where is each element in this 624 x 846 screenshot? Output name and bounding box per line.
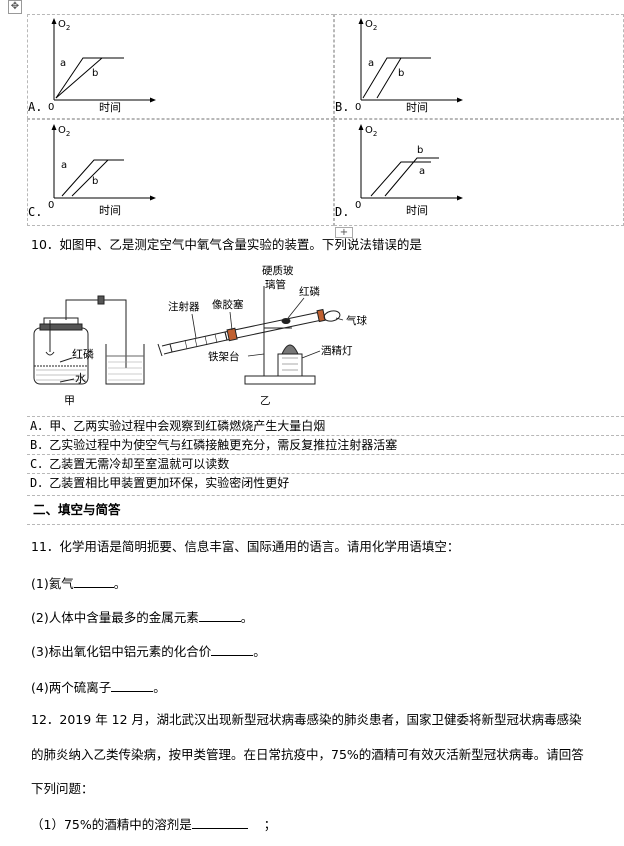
graph-c-label-b: b <box>92 176 98 187</box>
option-c-cell <box>27 119 334 226</box>
graph-a: O2 a b 0 时间 <box>48 18 156 114</box>
q11-item-3: (3)标出氧化铝中铝元素的化合价。 <box>31 643 266 659</box>
graph-b-label-a: a <box>368 58 374 69</box>
jia-label-water: 水 <box>75 372 86 385</box>
graph-c-label-a: a <box>61 160 67 171</box>
q10-option-c-text: C．乙装置无需冷却至室温就可以读数 <box>30 457 230 471</box>
jia-label-red-phosphorus: 红磷 <box>72 348 94 361</box>
graph-a-x-label: 时间 <box>99 101 121 114</box>
yi-caption: 乙 <box>260 395 271 407</box>
q11-item-4: (4)两个硫离子。 <box>31 679 166 695</box>
graph-a-label-b: b <box>92 68 98 79</box>
yi-label-iron-stand: 铁架台 <box>208 350 240 363</box>
graph-b-y-label: O2 <box>365 19 377 32</box>
q11-blank-4[interactable] <box>111 679 154 692</box>
yi-label-red-phosphorus: 红磷 <box>299 285 320 298</box>
graph-c-y-label: O2 <box>58 125 70 138</box>
table-move-handle[interactable]: ✥ <box>8 0 22 14</box>
section-title: 二、填空与简答 <box>27 495 624 525</box>
graph-a-y-label: O2 <box>58 19 70 32</box>
q12-blank-1[interactable] <box>191 816 248 829</box>
graph-d-label-a: a <box>419 166 425 177</box>
yi-label-hard-glass-1: 硬质玻 <box>262 264 294 277</box>
apparatus-jia <box>33 295 145 385</box>
option-a-cell <box>27 14 334 119</box>
graph-d-label-b: b <box>417 145 423 156</box>
q10-option-d[interactable]: D．乙装置相比甲装置更加环保，实验密闭性更好 <box>27 473 624 492</box>
option-c-letter: C. <box>28 205 43 219</box>
q11-item-1: (1)氦气。 <box>31 575 127 591</box>
yi-label-balloon: 气球 <box>346 314 367 327</box>
q12-line-2: 的肺炎纳入乙类传染病，按甲类管理。在日常抗疫中，75%的酒精可有效灭活新型冠状病… <box>31 747 584 762</box>
yi-label-alcohol-lamp: 酒精灯 <box>321 344 353 357</box>
graph-b-x-label: 时间 <box>406 101 428 114</box>
graph-d: O2 b a 0 时间 <box>355 124 463 217</box>
graph-c-origin: 0 <box>48 200 54 211</box>
option-a-letter: A. <box>28 100 43 114</box>
graph-c-x-label: 时间 <box>99 204 121 217</box>
graph-d-x-label: 时间 <box>406 204 428 217</box>
yi-label-hard-glass-2: 璃管 <box>265 278 286 291</box>
option-d-letter: D. <box>335 205 350 219</box>
yi-label-rubber-stopper: 像胶塞 <box>212 298 244 311</box>
q10-option-a[interactable]: A．甲、乙两实验过程中会观察到红磷燃烧产生大量白烟 <box>27 416 624 435</box>
jia-caption: 甲 <box>64 394 75 407</box>
apparatus-figure: 红磷 水 甲 硬质玻 璃管 注射器 像胶塞 红磷 气球 酒精灯 铁架台 乙 <box>33 264 367 407</box>
yi-label-syringe: 注射器 <box>168 300 200 313</box>
q10-option-d-text: D．乙装置相比甲装置更加环保，实验密闭性更好 <box>30 476 290 490</box>
graph-d-y-label: O2 <box>365 125 377 138</box>
q11-blank-1[interactable] <box>73 575 114 588</box>
q11-stem: 11．化学用语是简明扼要、信息丰富、国际通用的语言。请用化学用语填空： <box>31 539 460 554</box>
q10-option-b-text: B．乙实验过程中为使空气与红磷接触更充分，需反复推拉注射器活塞 <box>30 438 398 452</box>
q12-line-3: 下列问题： <box>31 781 94 796</box>
apparatus-yi <box>157 286 341 385</box>
graph-d-origin: 0 <box>355 200 361 211</box>
q11-item-2: (2)人体中含量最多的金属元素。 <box>31 609 254 625</box>
graph-a-origin: 0 <box>48 102 54 113</box>
q11-blank-2[interactable] <box>198 609 241 622</box>
q10-option-b[interactable]: B．乙实验过程中为使空气与红磷接触更充分，需反复推拉注射器活塞 <box>27 435 624 454</box>
graph-b-label-b: b <box>398 68 404 79</box>
table-add-row-button[interactable]: + <box>335 227 353 238</box>
graph-c: O2 a b 0 时间 <box>48 124 156 217</box>
q12-line-1: 12．2019 年 12 月，湖北武汉出现新型冠状病毒感染的肺炎患者，国家卫健委… <box>31 712 582 727</box>
graph-b-origin: 0 <box>355 102 361 113</box>
q10-option-a-text: A．甲、乙两实验过程中会观察到红磷燃烧产生大量白烟 <box>30 419 326 433</box>
q10-stem: 10．如图甲、乙是测定空气中氧气含量实验的装置。下列说法错误的是 <box>31 237 422 252</box>
graph-a-label-a: a <box>60 58 66 69</box>
graph-b: O2 a b 0 时间 <box>355 18 463 114</box>
q10-option-c[interactable]: C．乙装置无需冷却至室温就可以读数 <box>27 454 624 473</box>
q12-sub-1: （1）75%的酒精中的溶剂是； <box>31 816 277 832</box>
option-b-letter: B. <box>335 100 350 114</box>
q11-blank-3[interactable] <box>211 643 254 656</box>
